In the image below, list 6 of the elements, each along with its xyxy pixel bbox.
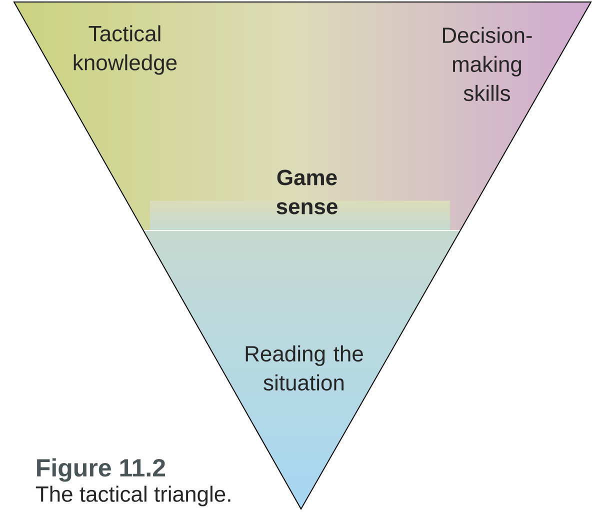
- corner-label: Reading the situation: [246, 345, 363, 391]
- corner-label: Decision-making skills: [442, 26, 532, 102]
- figure-number: Figure 11.2: [37, 458, 166, 482]
- corner-label: Tactical knowledge: [74, 25, 177, 75]
- figure-caption: The tactical triangle.: [36, 486, 230, 506]
- corner-label: Game sense: [276, 170, 338, 214]
